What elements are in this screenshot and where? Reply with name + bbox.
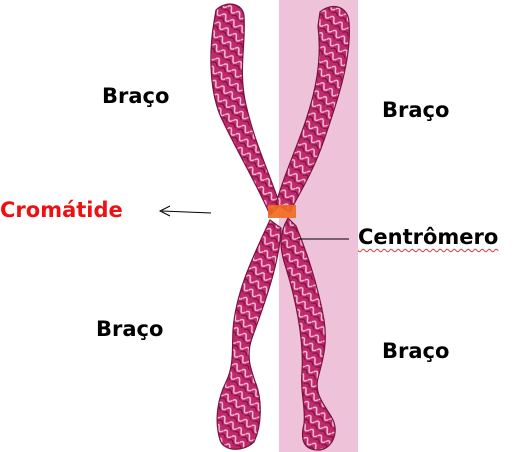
right-upper-arm: [275, 5, 350, 213]
left-upper-arm: [210, 3, 281, 217]
chromatid-arrow: [158, 205, 212, 217]
right-chromatid: [275, 5, 350, 451]
label-arm-bottom-left: Braço: [96, 317, 164, 341]
right-lower-arm: [280, 217, 336, 451]
label-centromere: Centrômero: [358, 225, 499, 249]
left-lower-arm: [216, 219, 282, 450]
label-arm-top-right: Braço: [382, 98, 450, 122]
left-chromatid: [210, 3, 282, 450]
label-arm-bottom-right: Braço: [382, 339, 450, 363]
label-arm-top-left: Braço: [102, 84, 170, 108]
label-chromatid: Cromátide: [0, 198, 123, 222]
centromere-marker: [268, 205, 296, 218]
